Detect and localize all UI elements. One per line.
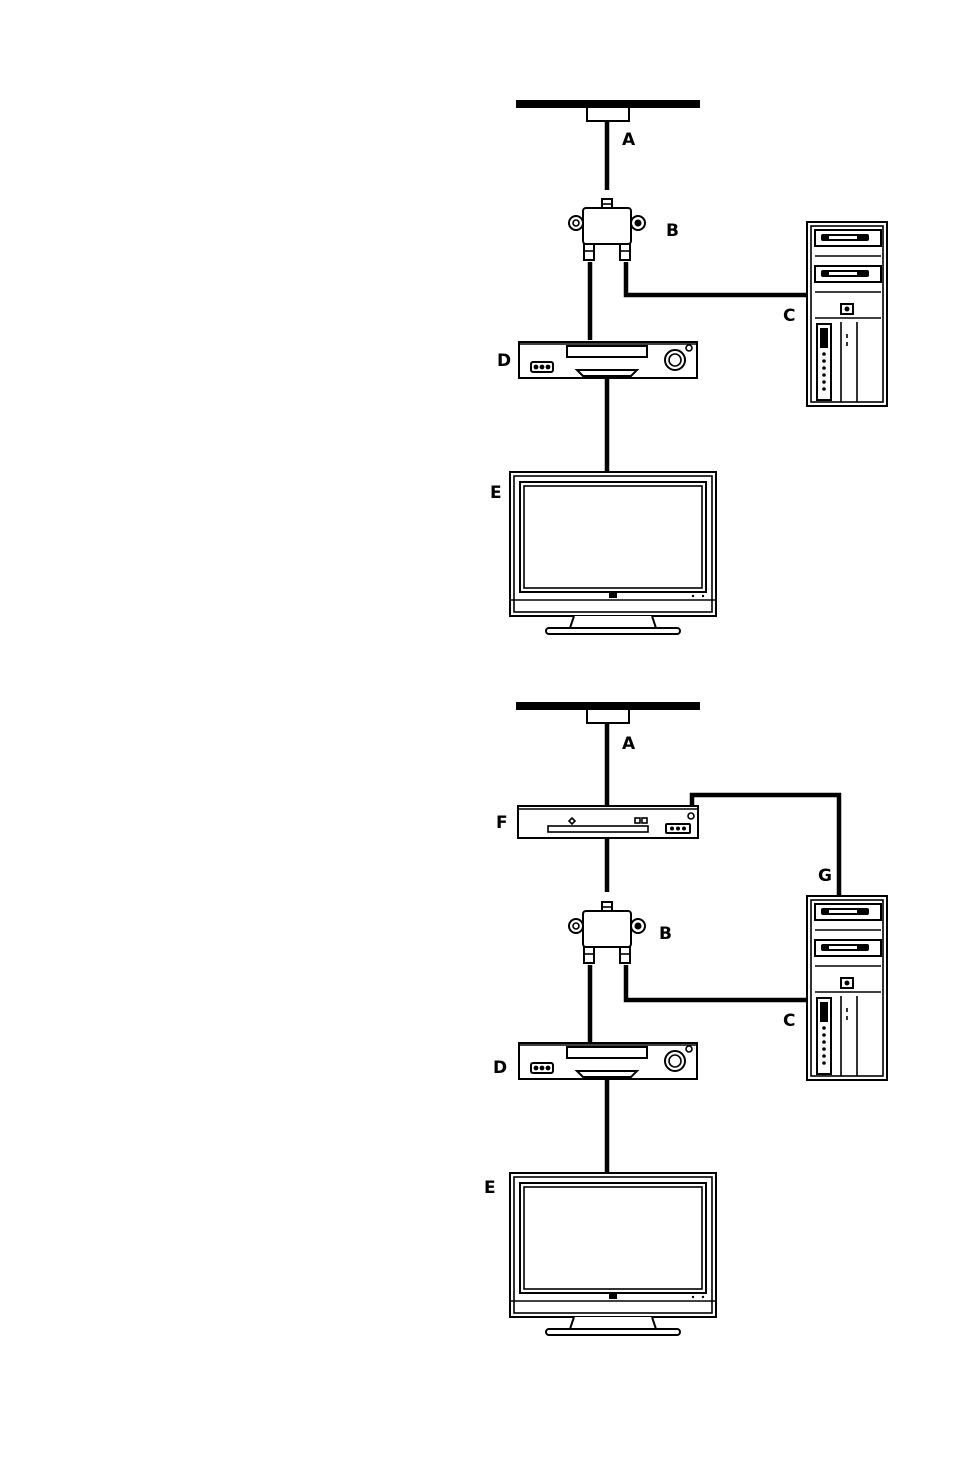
- label-e: E: [484, 1178, 496, 1198]
- diagram-bottom: A F G B C D E: [484, 702, 887, 1335]
- label-c: C: [783, 1011, 795, 1031]
- cable-splitter-to-computer: [626, 262, 808, 295]
- wall-outlet-icon: [516, 702, 700, 723]
- label-b: B: [659, 924, 672, 944]
- vcr-icon: [519, 342, 697, 378]
- label-a: A: [622, 734, 636, 754]
- label-b: B: [666, 221, 679, 241]
- label-g: G: [818, 866, 832, 886]
- label-a: A: [622, 130, 636, 150]
- television-icon: [510, 472, 716, 634]
- label-d: D: [497, 351, 511, 371]
- cable-splitter-to-computer: [626, 965, 808, 1000]
- label-c: C: [783, 306, 795, 326]
- computer-tower-icon: [807, 896, 887, 1080]
- splitter-icon: [569, 199, 645, 260]
- label-d: D: [493, 1058, 507, 1078]
- label-f: F: [496, 813, 508, 833]
- set-top-box-icon: [518, 806, 698, 838]
- vcr-icon: [519, 1043, 697, 1079]
- wall-outlet-icon: [516, 100, 700, 121]
- label-e: E: [490, 483, 502, 503]
- cable-settop-to-computer: [692, 795, 839, 898]
- computer-tower-icon: [807, 222, 887, 406]
- splitter-icon: [569, 902, 645, 963]
- diagram-top: A B C D E: [490, 100, 887, 634]
- television-icon: [510, 1173, 716, 1335]
